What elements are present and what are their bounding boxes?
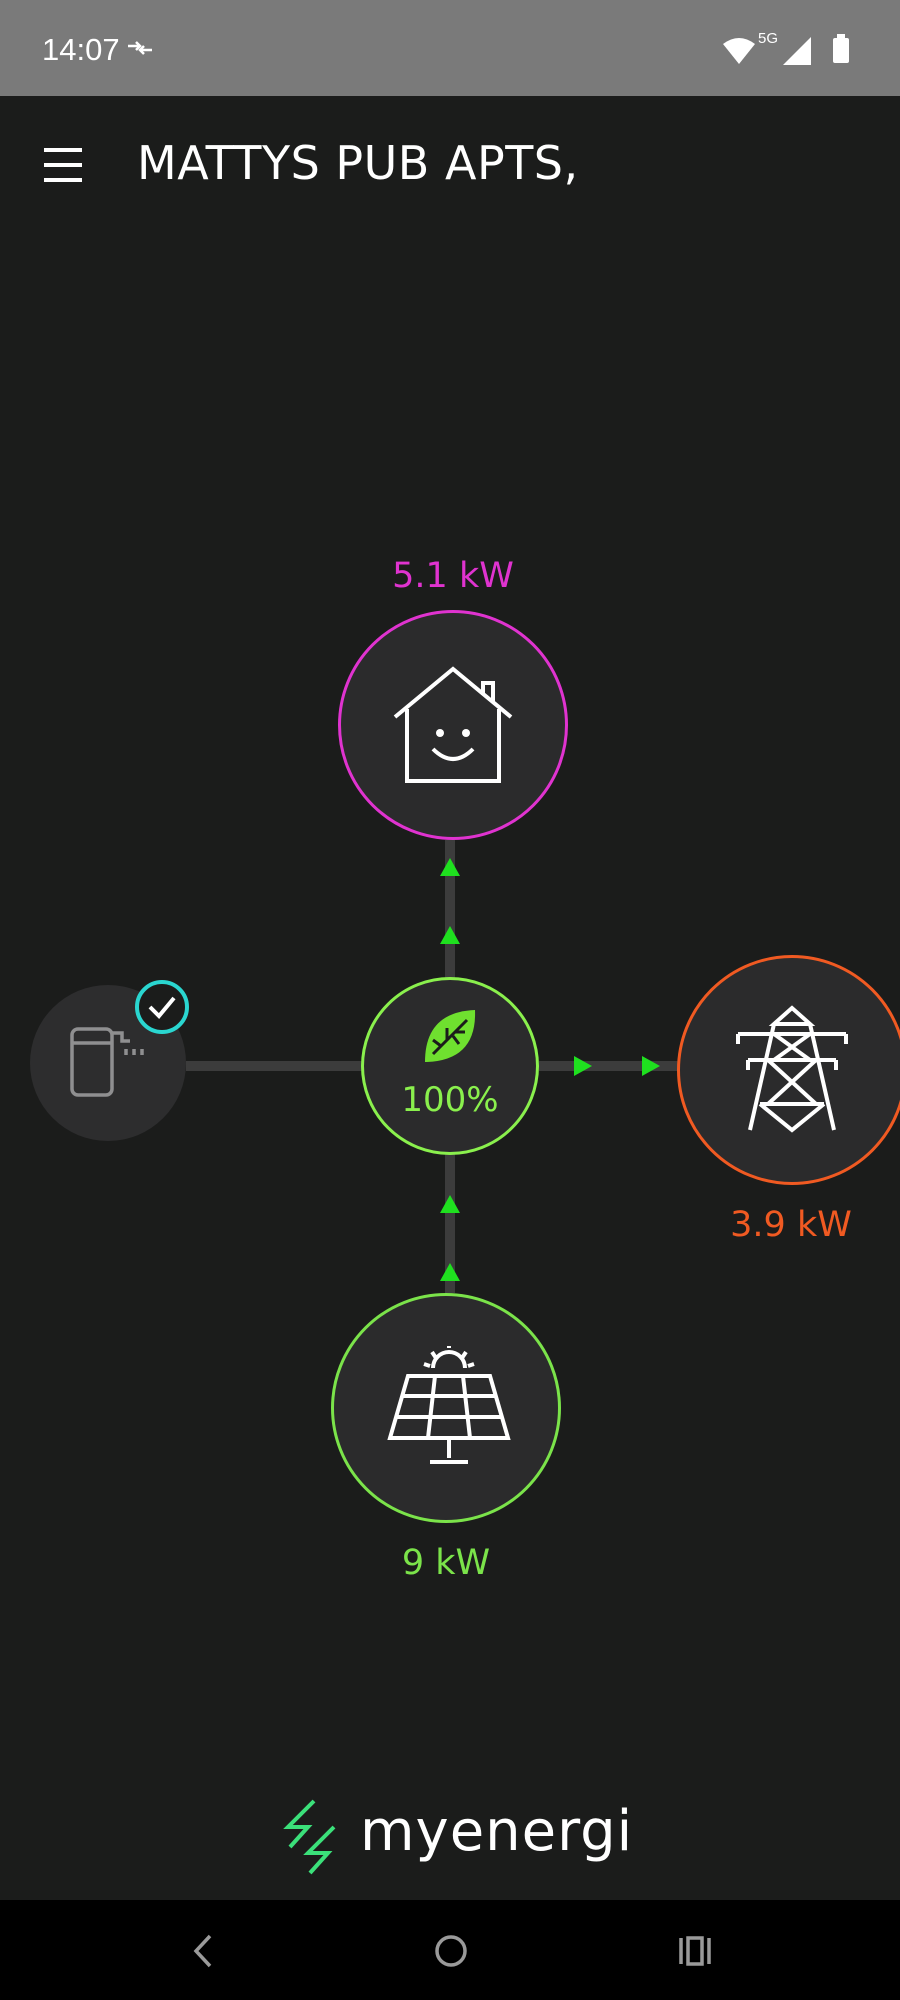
home-node[interactable] (338, 610, 568, 840)
arrow-up-solar-2 (440, 1263, 460, 1281)
system-nav-bar (0, 1900, 900, 2000)
green-percentage: 100% (401, 1080, 499, 1120)
back-icon[interactable] (182, 1928, 228, 1974)
arrow-right-grid-1 (574, 1056, 592, 1076)
myenergi-logo-icon (283, 1799, 336, 1875)
solar-power-label: 9 kW (401, 1543, 491, 1583)
pylon-icon (736, 1005, 848, 1133)
page-title: MATTYS PUB APTS, (137, 136, 579, 190)
grid-node[interactable] (677, 955, 900, 1185)
arrow-up-solar-1 (440, 1195, 460, 1213)
water-heater-device[interactable] (30, 985, 186, 1141)
arrow-up-home-1 (440, 858, 460, 876)
hamburger-menu-icon[interactable] (38, 140, 88, 190)
cell-signal-icon (783, 37, 811, 65)
wifi-icon (723, 38, 755, 64)
network-label: 5G (758, 30, 779, 47)
leaf-icon (425, 1010, 476, 1062)
solar-panel-icon (387, 1346, 511, 1464)
smiling-house-icon (393, 666, 513, 783)
brand-name: myenergi (360, 1799, 634, 1864)
water-heater-icon (70, 1027, 144, 1097)
check-icon (148, 996, 176, 1019)
data-transfer-icon (128, 41, 152, 55)
app-header: MATTYS PUB APTS, (0, 96, 900, 236)
home-icon[interactable] (428, 1928, 474, 1974)
myenergi-logo: myenergi (280, 1795, 640, 1885)
grid-power-label: 3.9 kW (730, 1205, 852, 1245)
arrow-up-home-2 (440, 926, 460, 944)
recents-icon[interactable] (672, 1928, 718, 1974)
home-power-label: 5.1 kW (392, 556, 514, 596)
status-time: 14:07 (42, 32, 120, 67)
battery-icon (833, 34, 849, 63)
solar-node[interactable] (331, 1293, 561, 1523)
green-energy-hub[interactable]: 100% (361, 977, 539, 1155)
arrow-right-grid-2 (642, 1056, 660, 1076)
flow-arrows (440, 858, 660, 1281)
status-bar: 14:07 5G (0, 0, 900, 96)
device-status-badge (135, 980, 189, 1034)
